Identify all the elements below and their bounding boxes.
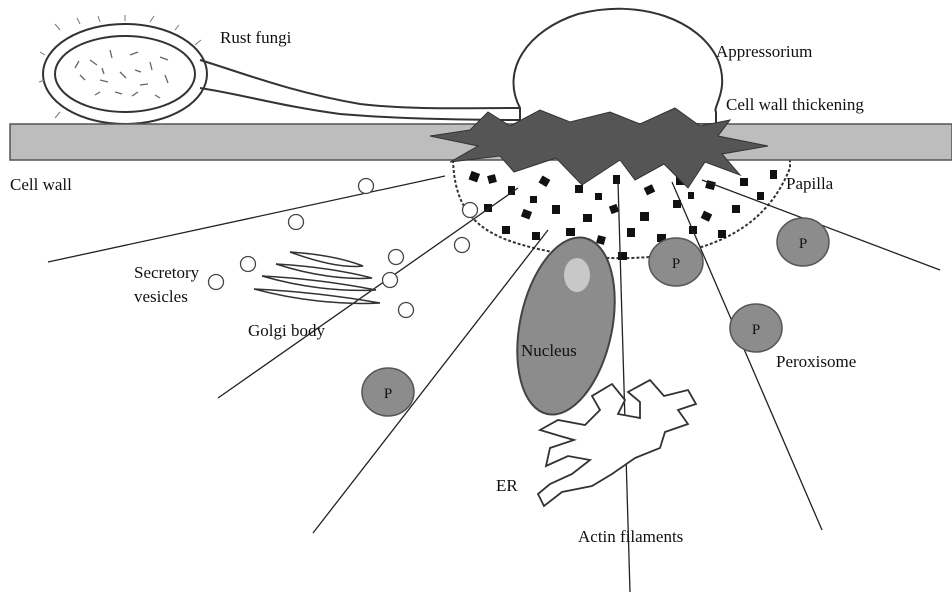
label-golgi-body: Golgi body <box>248 321 325 340</box>
label-rust-fungi: Rust fungi <box>220 28 292 47</box>
label-actin-filaments: Actin filaments <box>578 527 683 546</box>
label-peroxisome: Peroxisome <box>776 352 856 371</box>
germ-tube <box>200 60 520 120</box>
label-papilla: Papilla <box>786 174 834 193</box>
peroxisome-2: P <box>649 238 703 286</box>
peroxisome-marker: P <box>799 236 807 252</box>
label-er: ER <box>496 476 518 495</box>
peroxisome-4: P <box>730 304 782 352</box>
label-secretory-vesicles-line1: Secretory <box>134 263 200 282</box>
peroxisome-marker: P <box>752 322 760 338</box>
label-appressorium: Appressorium <box>716 42 812 61</box>
label-nucleus: Nucleus <box>521 341 577 360</box>
label-secretory-vesicles-line2: vesicles <box>134 287 188 306</box>
peroxisome-marker: P <box>672 256 680 272</box>
golgi-body <box>254 252 380 303</box>
label-cell-wall: Cell wall <box>10 175 72 194</box>
papilla <box>453 150 790 260</box>
label-cell-wall-thickening: Cell wall thickening <box>726 95 864 114</box>
peroxisome-3: P <box>777 218 829 266</box>
peroxisome-marker: P <box>384 386 392 402</box>
rust-fungi-spore <box>39 15 207 131</box>
peroxisome-1: P <box>362 368 414 416</box>
appressorium <box>513 9 722 124</box>
